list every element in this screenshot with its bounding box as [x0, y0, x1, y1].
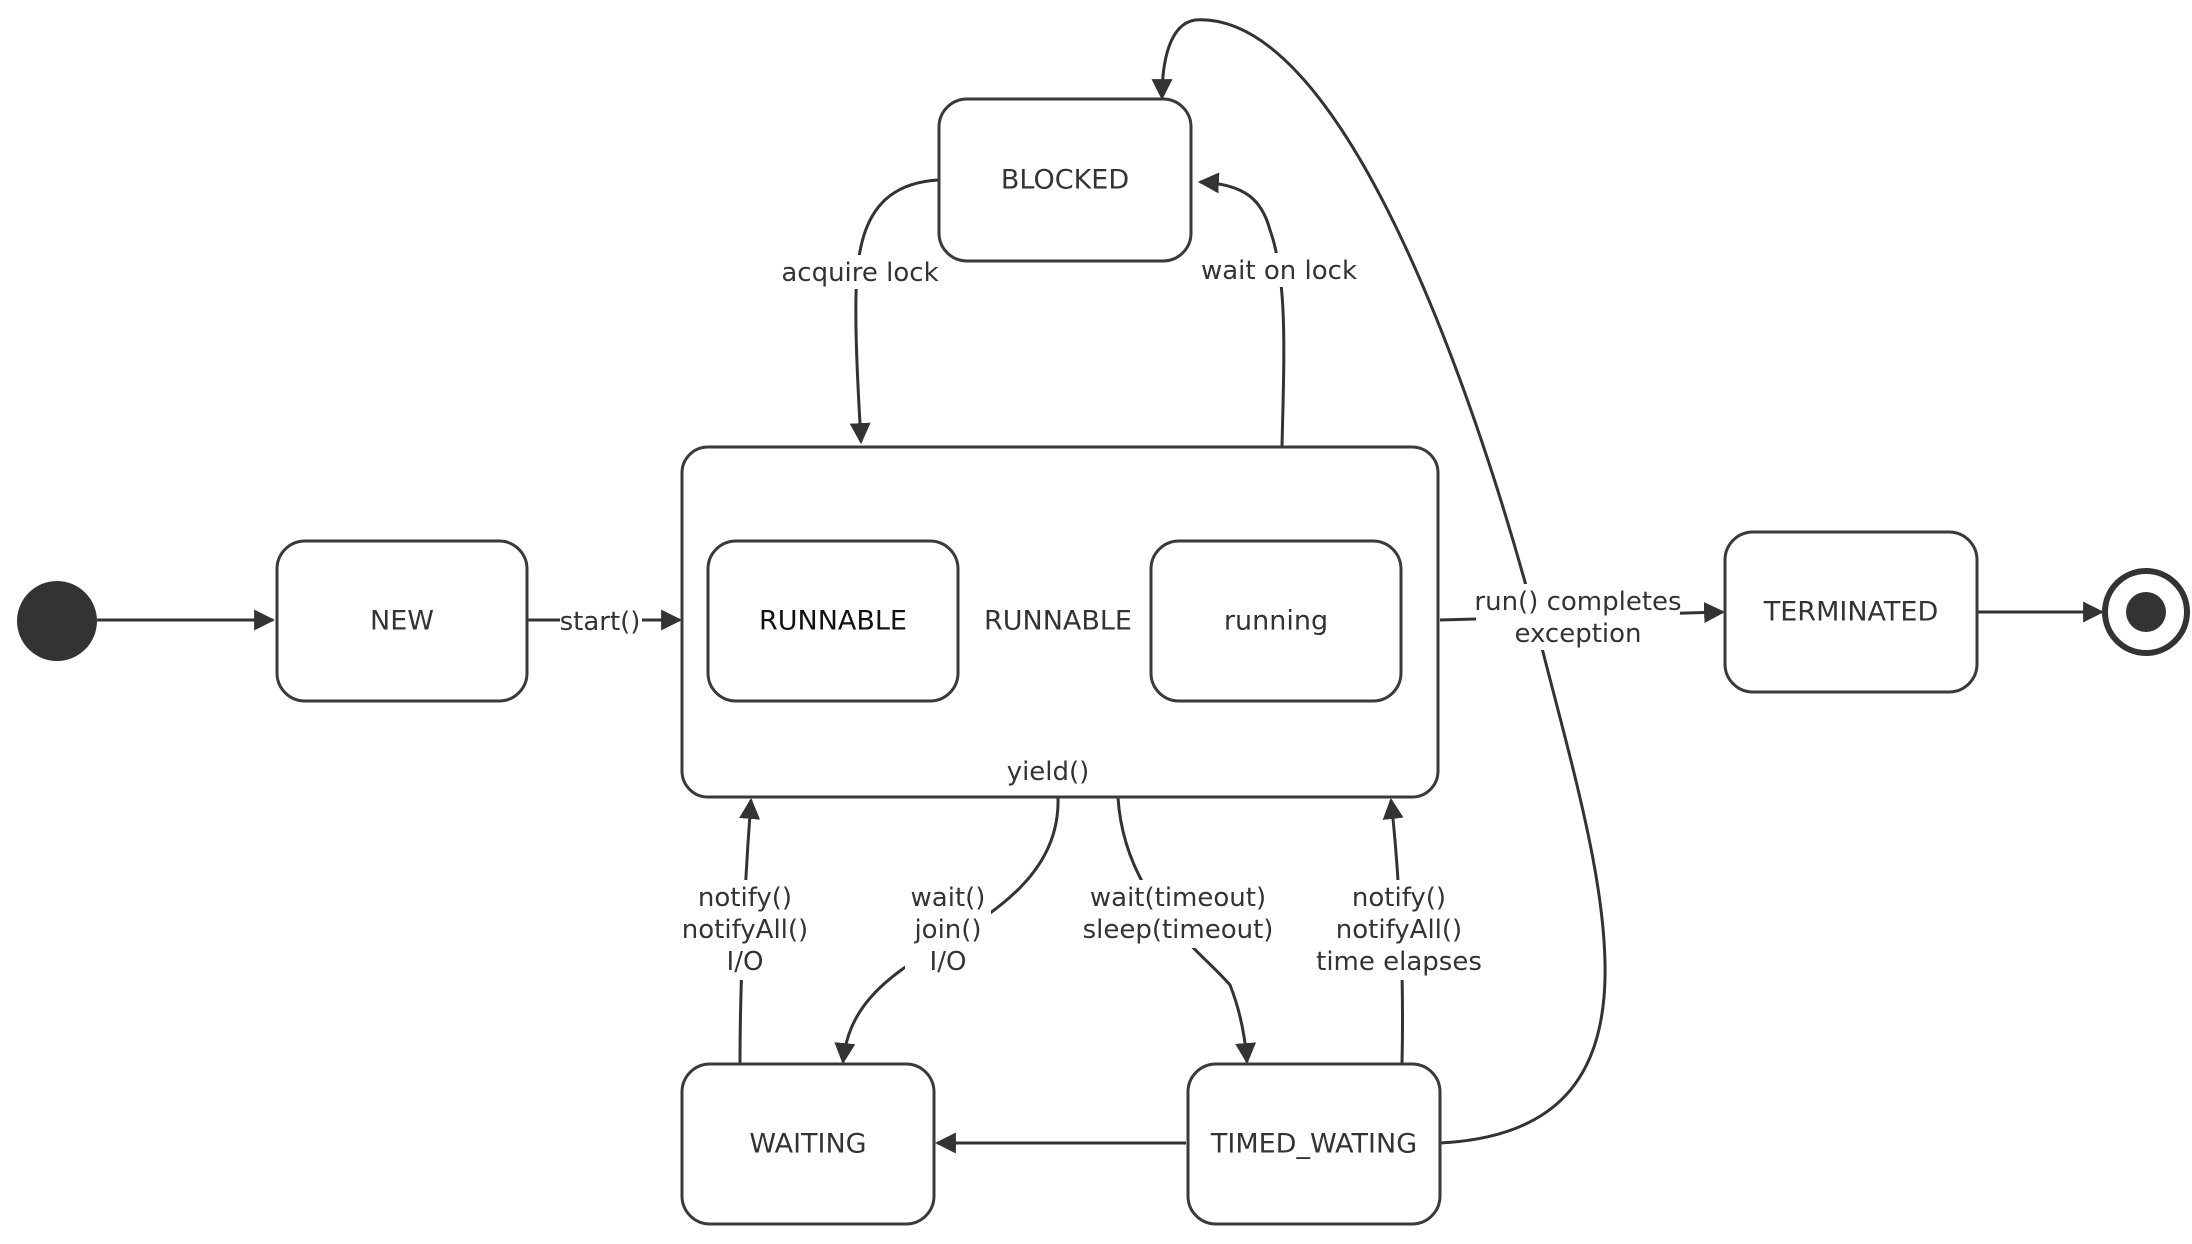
- state-runnable-composite-label: RUNNABLE: [984, 606, 1132, 637]
- state-blocked: BLOCKED: [937, 97, 1193, 263]
- label-timed-notify: notify(): [1352, 883, 1446, 913]
- edge-runnable-to-blocked: [1197, 172, 1286, 447]
- label-start: start(): [560, 607, 641, 637]
- label-timed-notifyall: notifyAll(): [1336, 915, 1462, 945]
- state-blocked-label: BLOCKED: [1001, 165, 1129, 196]
- label-yield: yield(): [1007, 757, 1090, 787]
- state-terminated: TERMINATED: [1723, 530, 1979, 694]
- state-terminated-label: TERMINATED: [1763, 597, 1939, 628]
- label-acquire-lock: acquire lock: [781, 258, 938, 288]
- label-exception: exception: [1514, 619, 1641, 649]
- label-timed-elapses: time elapses: [1316, 947, 1482, 977]
- state-runnable-inner: RUNNABLE: [706, 539, 960, 703]
- label-to-timed-wait: wait(timeout): [1090, 883, 1266, 913]
- edge-runnable-to-timed-waiting: [1116, 797, 1257, 1065]
- label-to-waiting-io: I/O: [930, 947, 967, 977]
- state-runnable-inner-label: RUNNABLE: [759, 606, 907, 637]
- label-waiting-notifyall: notifyAll(): [682, 915, 808, 945]
- state-waiting-label: WAITING: [749, 1129, 866, 1160]
- label-wait-on-lock: wait on lock: [1201, 256, 1357, 286]
- label-to-waiting-join: join(): [913, 915, 981, 945]
- label-waiting-io: I/O: [727, 947, 764, 977]
- label-to-timed-sleep: sleep(timeout): [1083, 915, 1274, 945]
- label-to-waiting-wait: wait(): [911, 883, 986, 913]
- final-node: [2102, 568, 2190, 656]
- state-waiting: WAITING: [680, 1062, 936, 1226]
- label-waiting-notify: notify(): [698, 883, 792, 913]
- edge-blocked-to-runnable: [849, 178, 939, 445]
- state-timed-waiting-label: TIMED_WATING: [1210, 1129, 1417, 1160]
- initial-node: [17, 581, 97, 661]
- state-running-label: running: [1224, 606, 1328, 637]
- state-new: NEW: [275, 539, 529, 703]
- label-run-completes: run() completes: [1474, 587, 1681, 617]
- state-running: running: [1149, 539, 1403, 703]
- state-new-label: NEW: [370, 606, 434, 637]
- state-timed-waiting: TIMED_WATING: [1186, 1062, 1442, 1226]
- state-runnable-composite: [680, 445, 1440, 799]
- edge-timed-waiting-to-blocked: [1151, 18, 1607, 1145]
